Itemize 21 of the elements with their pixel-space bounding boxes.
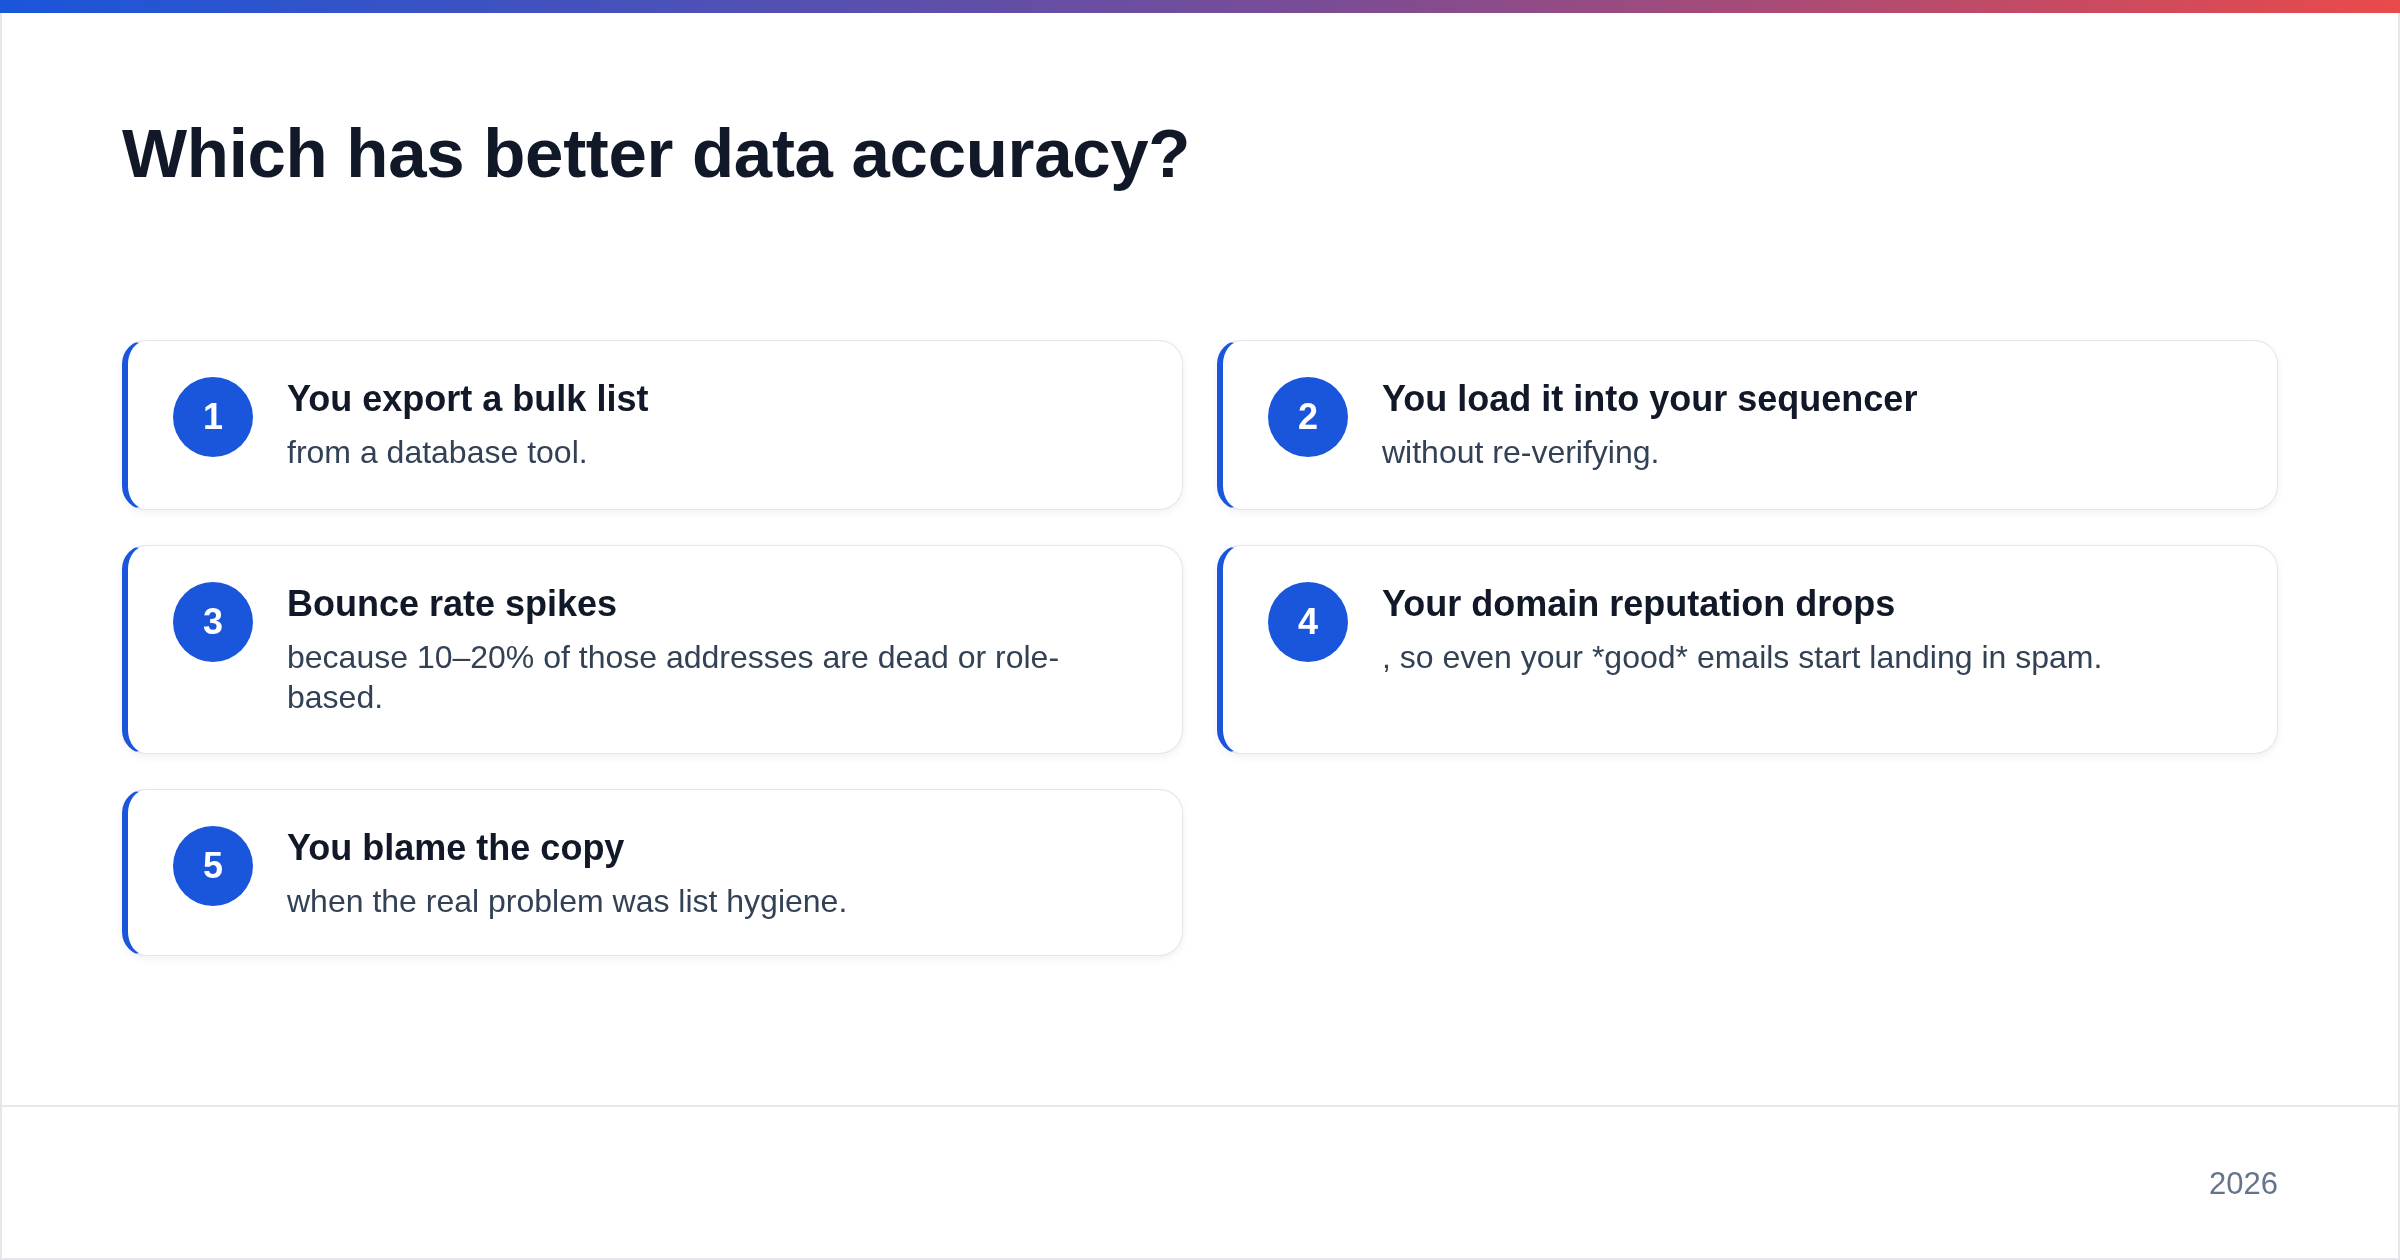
step-number: 3 [173, 582, 253, 662]
step-description: because 10–20% of those addresses are dead or role-based. [287, 638, 1061, 717]
step-card [122, 340, 1183, 510]
step-card [1217, 340, 2278, 510]
step-heading: Bounce rate spikes [287, 582, 619, 625]
step-heading: You load it into your sequencer [1382, 377, 1919, 420]
step-description: when the real problem was list hygiene. [287, 882, 849, 921]
step-card [1217, 545, 2278, 754]
step-description: without re-verifying. [1382, 433, 1661, 472]
step-number: 5 [173, 826, 253, 906]
step-number: 2 [1268, 377, 1348, 457]
step-heading: You export a bulk list [287, 377, 650, 420]
step-heading: You blame the copy [287, 826, 626, 869]
step-number: 1 [173, 377, 253, 457]
step-heading: Your domain reputation drops [1382, 582, 1897, 625]
step-card [122, 545, 1183, 754]
step-description: , so even your *good* emails start landing in spam. [1382, 638, 2104, 677]
step-description: from a database tool. [287, 433, 589, 472]
step-number: 4 [1268, 582, 1348, 662]
year-label: 2026 [2209, 1168, 2278, 1199]
step-card [122, 789, 1183, 956]
